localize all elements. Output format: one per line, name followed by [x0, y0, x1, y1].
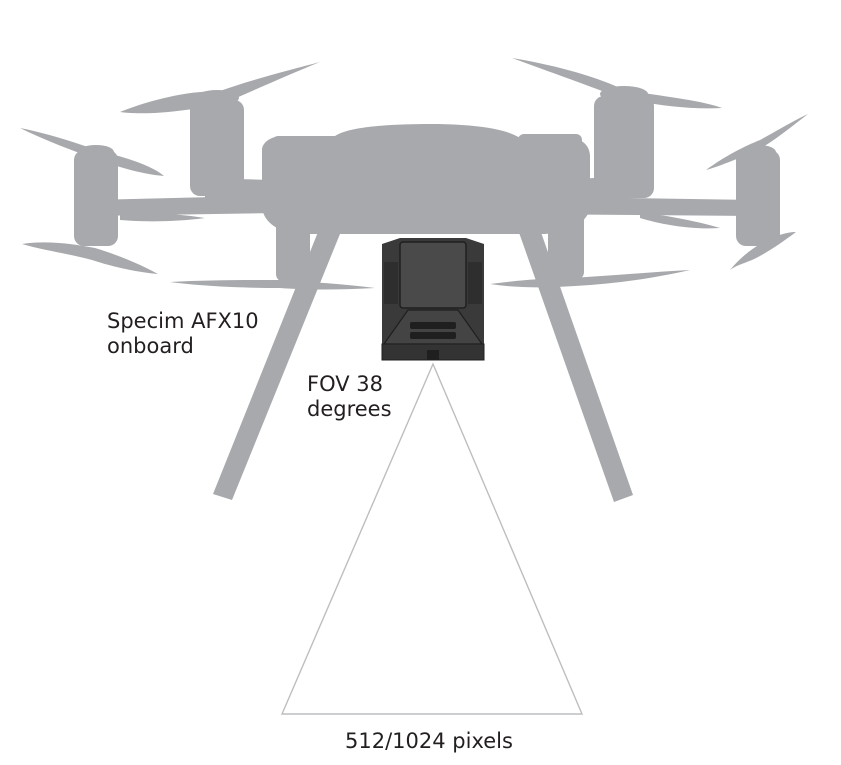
pixels-label-text: 512/1024 pixels — [345, 729, 513, 753]
landing-leg-right — [516, 218, 633, 502]
hub-side-block-left — [272, 136, 336, 182]
fov-triangle — [280, 362, 584, 715]
propeller-mid-left — [120, 213, 205, 222]
sensor-label-line2: onboard — [107, 334, 194, 358]
camera-side-left — [384, 262, 398, 304]
landing-leg-left — [213, 222, 342, 500]
propeller-bottom-left — [22, 242, 158, 274]
landing-legs — [213, 218, 633, 502]
camera-unit — [381, 238, 485, 361]
central-hub — [262, 124, 590, 234]
camera-lens-ring-1 — [410, 322, 456, 329]
propeller-bottom-right — [730, 232, 796, 270]
sensor-label-line1: Specim AFX10 — [107, 309, 259, 333]
camera-lens-ring-2 — [410, 332, 456, 339]
fov-label: FOV 38 degrees — [307, 372, 392, 422]
propeller-mid-right — [640, 212, 720, 229]
pixels-label: 512/1024 pixels — [345, 729, 513, 754]
drone-frame — [74, 86, 780, 282]
camera-aperture — [427, 350, 439, 360]
motor-back-right — [736, 150, 780, 246]
motor-lower-right — [548, 212, 584, 280]
hub-side-block-right — [518, 134, 582, 180]
sensor-label: Specim AFX10 onboard — [107, 309, 259, 359]
motor-front-right — [594, 96, 654, 198]
propeller-back-left — [20, 128, 164, 176]
propeller-back-right — [706, 114, 808, 170]
propeller-lower-right — [490, 270, 690, 288]
propeller-front-right — [512, 58, 722, 109]
fov-label-line2: degrees — [307, 397, 392, 421]
motor-lower-left — [276, 210, 310, 282]
propeller-lower-left — [170, 280, 375, 290]
motor-back-left — [74, 150, 118, 246]
camera-side-right — [468, 262, 482, 304]
propeller-front-left — [120, 62, 320, 114]
fov-label-line1: FOV 38 — [307, 372, 384, 396]
motor-front-left — [190, 100, 244, 196]
propellers — [20, 58, 808, 290]
camera-top-panel — [399, 241, 467, 309]
